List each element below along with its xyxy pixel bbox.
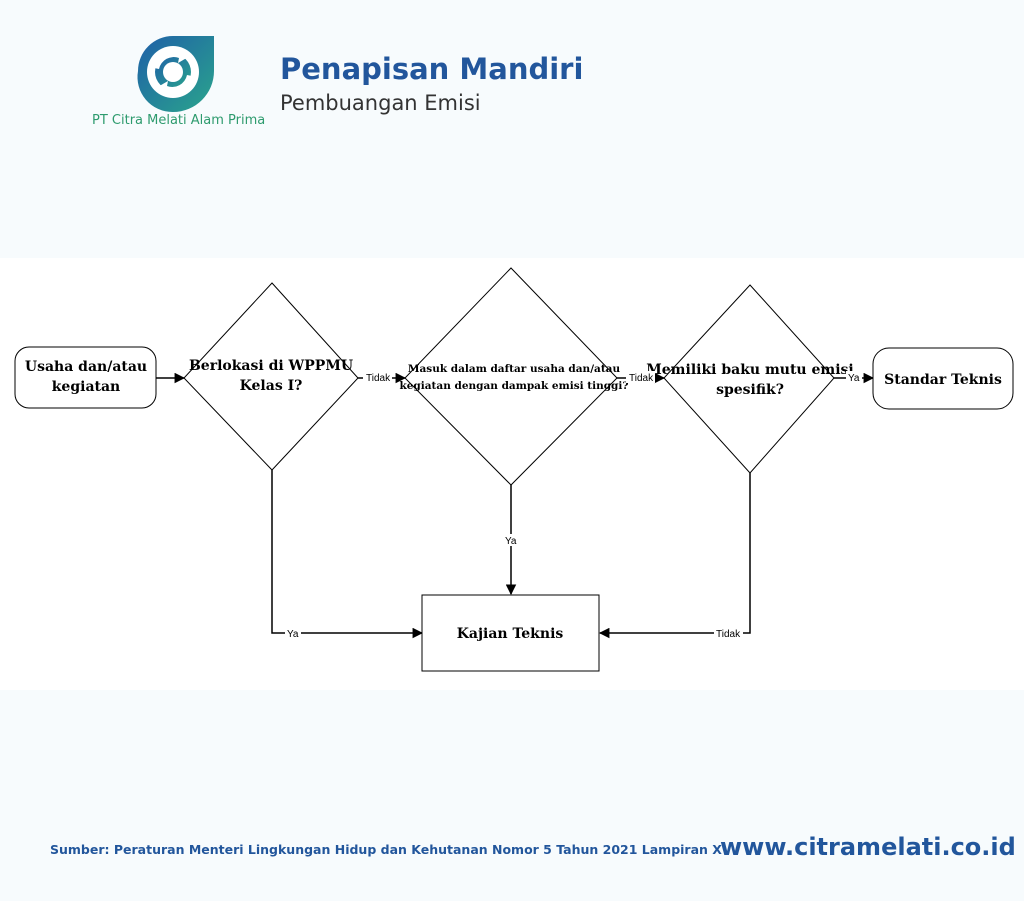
page-subtitle: Pembuangan Emisi: [280, 91, 481, 115]
standar-teknis-label: Standar Teknis: [884, 372, 1002, 388]
kajian-teknis-node: [421, 594, 600, 672]
website-link[interactable]: www.citramelati.co.id: [720, 833, 1016, 861]
kajian-teknis-label: Kajian Teknis: [457, 626, 564, 642]
q2-label-1: Masuk dalam daftar usaha dan/atau: [408, 363, 621, 375]
start-label-1: Usaha dan/atau: [25, 359, 147, 375]
decision-wppmu: [183, 282, 359, 471]
edge-label-q2-ya: Ya: [505, 536, 517, 547]
standar-teknis-node: [872, 347, 1014, 410]
q3-label-2: spesifik?: [716, 382, 784, 398]
q2-label-2: kegiatan dengan dampak emisi tinggi?: [399, 380, 628, 392]
edge-q1-kajian: [271, 470, 424, 639]
q1-label-2: Kelas I?: [240, 378, 303, 394]
q3-label-1: Memiliki baku mutu emisi: [646, 362, 853, 378]
company-name: PT Citra Melati Alam Prima: [92, 113, 266, 128]
edge-label-q3-ya: Ya: [848, 373, 860, 384]
edge-q3-kajian: [598, 473, 751, 639]
company-logo-icon: [137, 36, 214, 113]
q1-label-1: Berlokasi di WPPMU: [189, 358, 353, 374]
edge-label-q1-tidak: Tidak: [366, 373, 391, 384]
decision-dampak-emisi: [404, 267, 618, 486]
edge-label-q1-ya: Ya: [287, 629, 299, 640]
page-title: Penapisan Mandiri: [280, 52, 584, 86]
start-node: [14, 346, 157, 409]
edge-label-q2-tidak: Tidak: [629, 373, 654, 384]
decision-baku-mutu: [663, 284, 835, 474]
source-citation: Sumber: Peraturan Menteri Lingkungan Hid…: [50, 842, 722, 857]
edge-label-q3-tidak: Tidak: [716, 629, 741, 640]
start-label-2: kegiatan: [52, 379, 121, 395]
